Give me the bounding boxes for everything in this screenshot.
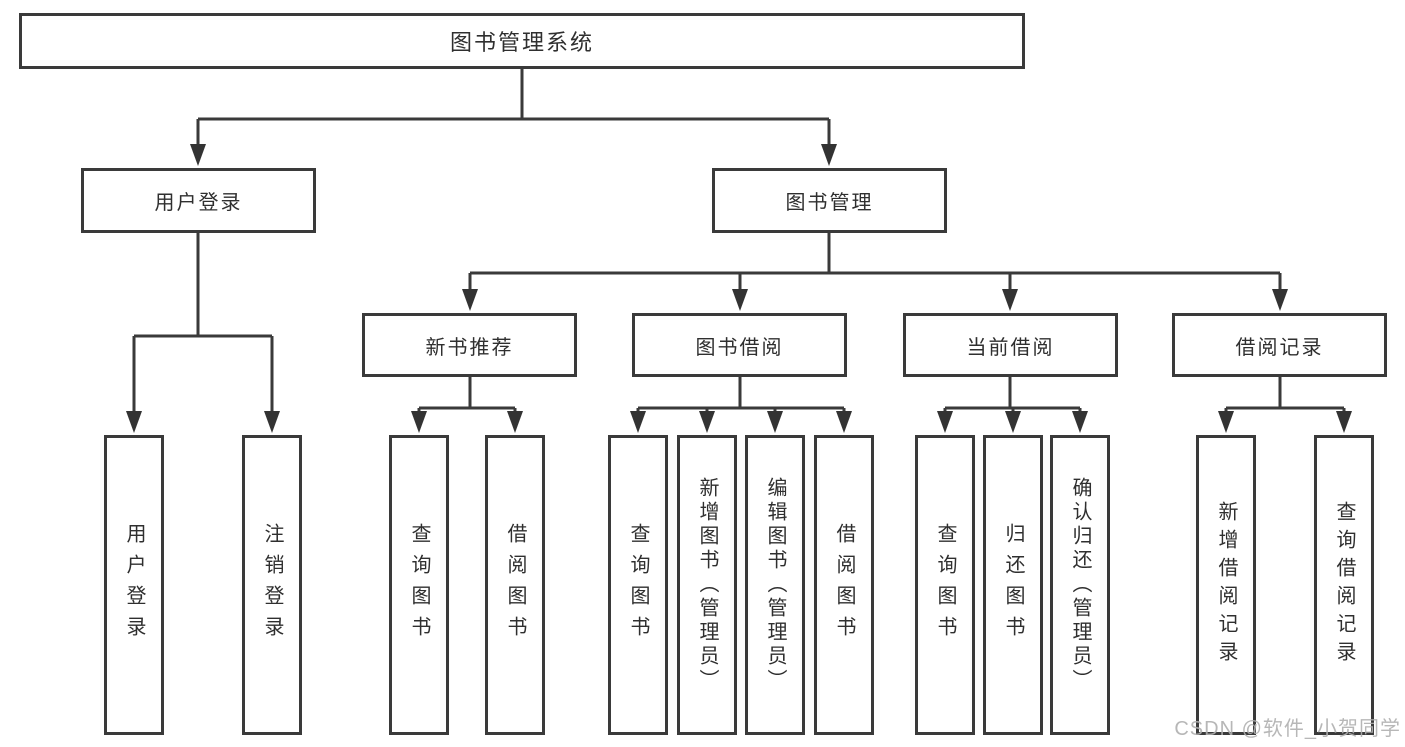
node-borrow-records: 借阅记录: [1172, 313, 1387, 377]
node-book-management-label: 图书管理: [785, 192, 874, 214]
leaf-user-login-label: 用户登录: [123, 523, 145, 647]
leaf-borrow-book-2: 借阅图书: [814, 435, 874, 735]
node-book-management: 图书管理: [712, 168, 947, 233]
leaf-logout: 注销登录: [242, 435, 302, 735]
node-user-login-label: 用户登录: [154, 192, 243, 214]
leaf-query-book-3-label: 查询图书: [934, 523, 956, 647]
node-current-borrow-label: 当前借阅: [966, 336, 1055, 359]
leaf-query-book-1-label: 查询图书: [408, 523, 430, 647]
node-book-borrow-label: 图书借阅: [695, 336, 784, 359]
leaf-user-login: 用户登录: [104, 435, 164, 735]
leaf-query-book-2: 查询图书: [608, 435, 668, 735]
leaf-add-borrow-record: 新增借阅记录: [1196, 435, 1256, 735]
node-current-borrow: 当前借阅: [903, 313, 1118, 377]
leaf-confirm-return-admin: 确认归还（管理员）: [1050, 435, 1110, 735]
leaf-logout-label: 注销登录: [261, 523, 283, 647]
leaf-query-borrow-record-label: 查询借阅记录: [1333, 501, 1355, 669]
leaf-edit-book-admin: 编辑图书（管理员）: [745, 435, 805, 735]
leaf-add-book-admin: 新增图书（管理员）: [677, 435, 737, 735]
leaf-query-book-1: 查询图书: [389, 435, 449, 735]
node-new-book-recommend-label: 新书推荐: [425, 336, 514, 359]
leaf-query-book-2-label: 查询图书: [627, 523, 649, 647]
leaf-add-borrow-record-label: 新增借阅记录: [1215, 501, 1237, 669]
node-user-login: 用户登录: [81, 168, 316, 233]
node-borrow-records-label: 借阅记录: [1235, 336, 1324, 359]
leaf-return-book-label: 归还图书: [1002, 523, 1024, 647]
node-root-label: 图书管理系统: [449, 30, 594, 55]
leaf-borrow-book-1-label: 借阅图书: [504, 523, 526, 647]
node-root: 图书管理系统: [19, 13, 1025, 69]
node-new-book-recommend: 新书推荐: [362, 313, 577, 377]
leaf-confirm-return-admin-label: 确认归还（管理员）: [1069, 477, 1091, 693]
leaf-edit-book-admin-label: 编辑图书（管理员）: [764, 477, 786, 693]
leaf-borrow-book-1: 借阅图书: [485, 435, 545, 735]
leaf-return-book: 归还图书: [983, 435, 1043, 735]
node-book-borrow: 图书借阅: [632, 313, 847, 377]
leaf-query-borrow-record: 查询借阅记录: [1314, 435, 1374, 735]
leaf-add-book-admin-label: 新增图书（管理员）: [696, 477, 718, 693]
leaf-query-book-3: 查询图书: [915, 435, 975, 735]
leaf-borrow-book-2-label: 借阅图书: [833, 523, 855, 647]
watermark-text: CSDN @软件_小贺同学: [1174, 718, 1401, 740]
